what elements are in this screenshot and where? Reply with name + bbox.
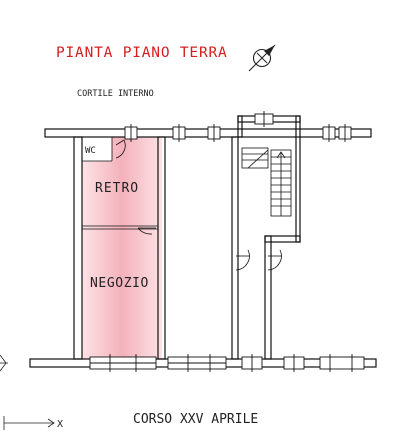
door-swings xyxy=(115,139,282,271)
windows-top xyxy=(124,111,352,142)
street-label: CORSO XXV APRILE xyxy=(133,412,258,427)
north-arrow-icon xyxy=(248,44,276,72)
axis-label: X xyxy=(57,419,63,430)
openings-bottom xyxy=(89,354,365,372)
shop-highlight xyxy=(82,137,162,359)
walls xyxy=(29,115,377,368)
room-label-shop: NEGOZIO xyxy=(90,276,149,291)
courtyard-label: CORTILE INTERNO xyxy=(77,89,154,99)
wc-room-fill xyxy=(82,137,112,161)
section-marker xyxy=(0,354,8,372)
axis-arrow xyxy=(3,416,55,430)
room-label-back: RETRO xyxy=(95,181,139,196)
staircase xyxy=(241,147,292,217)
room-label-wc: WC xyxy=(85,146,96,156)
plan-title: PIANTA PIANO TERRA xyxy=(56,45,228,61)
